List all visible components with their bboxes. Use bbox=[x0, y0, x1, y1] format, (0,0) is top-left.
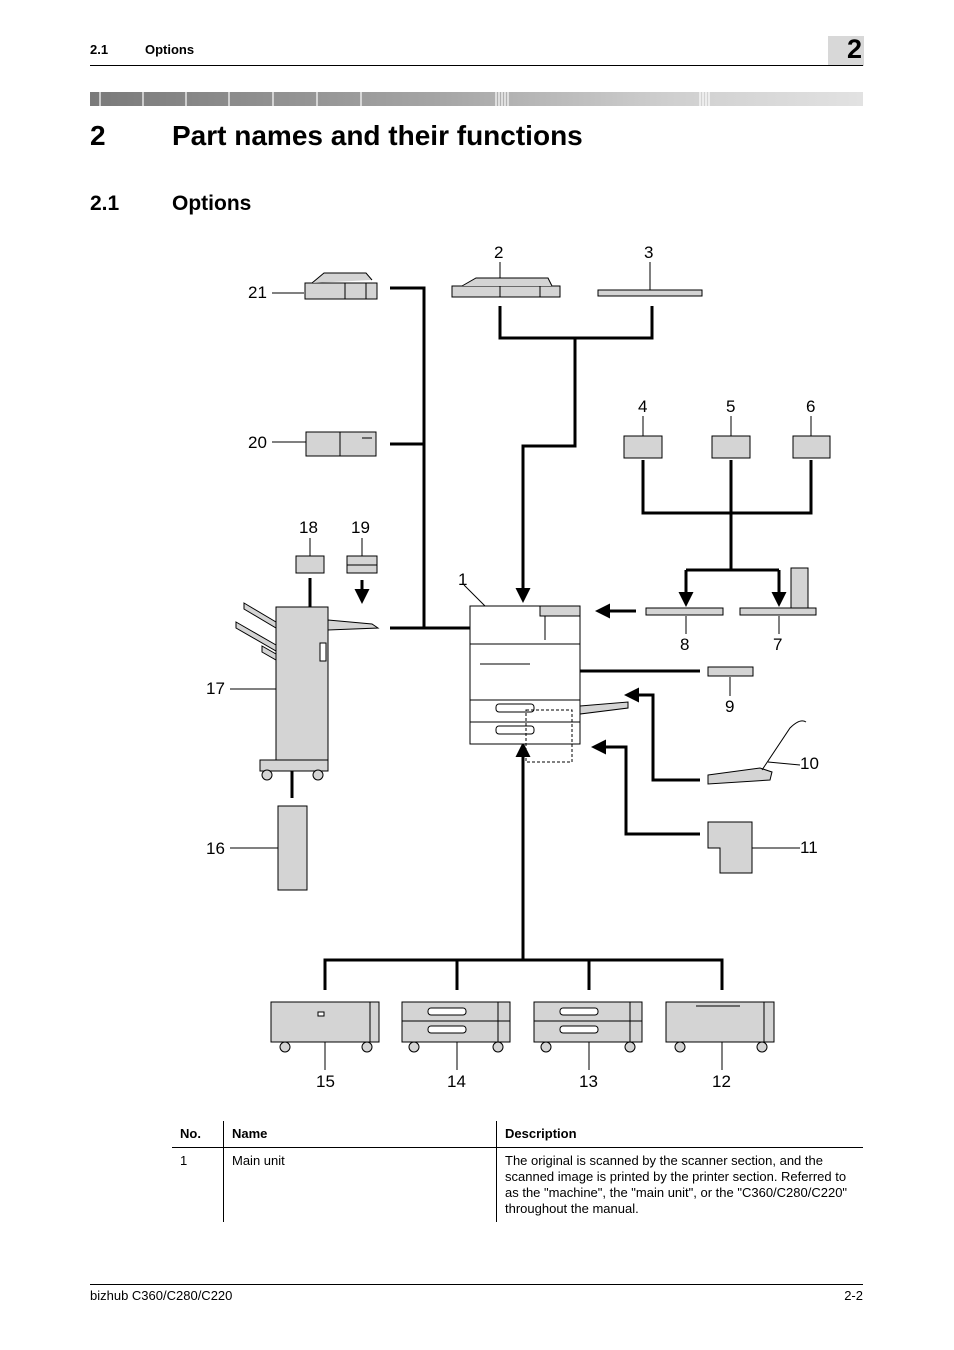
callout-7: 7 bbox=[773, 635, 782, 654]
part-8-illustration bbox=[645, 607, 724, 616]
chapter-tab-number: 2 bbox=[846, 34, 862, 64]
callout-3: 3 bbox=[644, 243, 653, 262]
header-rule bbox=[90, 65, 863, 66]
callout-5: 5 bbox=[726, 397, 735, 416]
section-number: 2.1 bbox=[90, 192, 120, 215]
callout-17: 17 bbox=[206, 679, 225, 698]
part-15-illustration bbox=[270, 1001, 380, 1053]
callout-12: 12 bbox=[712, 1072, 731, 1091]
options-table: No. Name Description 1 Main unit The ori… bbox=[172, 1121, 863, 1222]
callout-6: 6 bbox=[806, 397, 815, 416]
callout-13: 13 bbox=[579, 1072, 598, 1091]
column-header-description: Description bbox=[496, 1121, 863, 1148]
callout-19: 19 bbox=[351, 518, 370, 537]
callout-15: 15 bbox=[316, 1072, 335, 1091]
decorative-band bbox=[90, 92, 863, 106]
part-7-illustration bbox=[739, 567, 817, 616]
cell-name: Main unit bbox=[223, 1147, 497, 1222]
part-2-illustration bbox=[451, 277, 561, 298]
chapter-tab-background bbox=[828, 36, 864, 66]
callout-2: 2 bbox=[494, 243, 503, 262]
part-20-illustration bbox=[305, 431, 377, 457]
part-21-illustration bbox=[304, 272, 378, 300]
chapter-number: 2 bbox=[90, 120, 106, 151]
callout-8: 8 bbox=[680, 635, 689, 654]
column-header-name: Name bbox=[223, 1121, 497, 1148]
callout-18: 18 bbox=[299, 518, 318, 537]
part-3-illustration bbox=[597, 289, 703, 297]
part-11-illustration bbox=[707, 821, 753, 874]
callout-16: 16 bbox=[206, 839, 225, 858]
table-header-row: No. Name Description bbox=[172, 1121, 863, 1148]
callout-10: 10 bbox=[800, 754, 819, 773]
part-6-illustration bbox=[792, 435, 831, 459]
part-9-illustration bbox=[707, 666, 754, 677]
column-header-no: No. bbox=[172, 1121, 224, 1148]
cell-description: The original is scanned by the scanner s… bbox=[496, 1147, 863, 1222]
cell-no: 1 bbox=[180, 1153, 188, 1168]
part-1-main-unit bbox=[469, 605, 629, 763]
table-row: 1 Main unit The original is scanned by t… bbox=[172, 1147, 863, 1222]
part-12-illustration bbox=[665, 1001, 775, 1053]
callout-4: 4 bbox=[638, 397, 647, 416]
callout-20: 20 bbox=[248, 433, 267, 452]
part-19-illustration bbox=[346, 555, 378, 574]
section-title: Options bbox=[172, 192, 252, 215]
callout-21: 21 bbox=[248, 283, 267, 302]
part-10-illustration bbox=[707, 720, 807, 785]
chapter-title: Part names and their functions bbox=[172, 120, 583, 151]
footer-page-number: 2-2 bbox=[844, 1288, 863, 1303]
part-5-illustration bbox=[711, 435, 751, 459]
header-section-title: Options bbox=[145, 42, 195, 57]
header-section-number: 2.1 bbox=[90, 42, 109, 57]
callout-14: 14 bbox=[447, 1072, 466, 1091]
part-16-illustration bbox=[277, 805, 308, 891]
part-13-illustration bbox=[533, 1001, 643, 1053]
part-17-illustration bbox=[235, 602, 380, 781]
part-18-illustration bbox=[295, 555, 325, 574]
footer-product: bizhub C360/C280/C220 bbox=[90, 1288, 233, 1303]
callout-9: 9 bbox=[725, 697, 734, 716]
options-diagram: 1 2 3 4 5 6 7 8 9 10 11 12 13 14 15 16 1… bbox=[206, 243, 831, 1091]
part-14-illustration bbox=[401, 1001, 511, 1053]
callout-1: 1 bbox=[458, 570, 467, 589]
callout-11: 11 bbox=[800, 838, 818, 857]
footer-rule bbox=[90, 1284, 863, 1285]
part-4-illustration bbox=[623, 435, 663, 459]
